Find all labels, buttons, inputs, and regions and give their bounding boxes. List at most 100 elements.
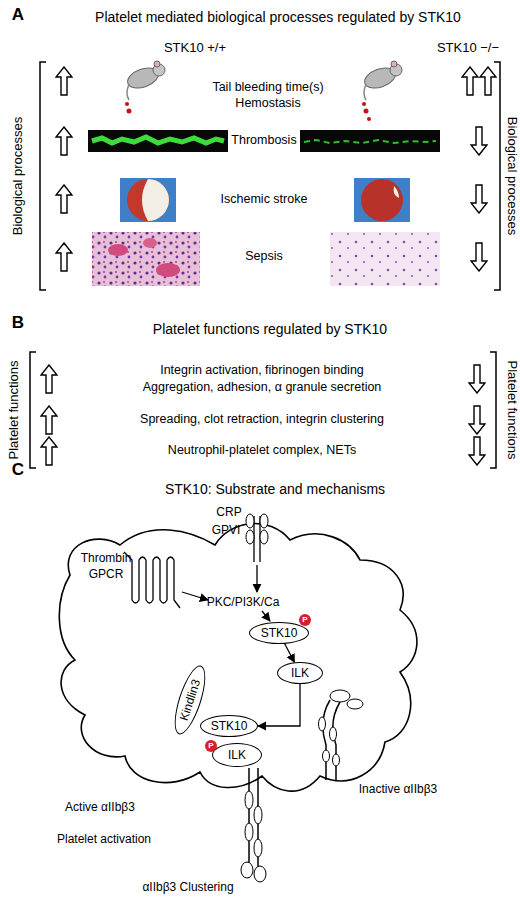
integrin-bead (319, 717, 326, 731)
up-arrow (56, 67, 72, 95)
integrin-bead (330, 727, 337, 741)
row-label: Thrombosis (231, 134, 296, 148)
side-label: Platelet functions (505, 360, 519, 459)
infarct-area (142, 179, 169, 221)
signal-arrow (258, 684, 300, 726)
mouse-illustration (362, 61, 402, 121)
up-arrow (56, 185, 72, 213)
brain-slice (361, 179, 403, 221)
function-label: Integrin activation, fibrinogen binding (160, 364, 364, 378)
column-header: STK10 +/+ (164, 41, 226, 55)
blood-drop (367, 117, 371, 121)
signal-arrow (182, 592, 208, 600)
signal-label: PKC/PI3K/Ca (207, 596, 280, 609)
process-label: Platelet activation (57, 833, 151, 846)
panel-title: Platelet mediated biological processes r… (95, 10, 461, 25)
side-label: Biological processes (11, 117, 25, 236)
integrin-bead (323, 750, 330, 762)
receptor-label: GPCR (89, 568, 124, 581)
integrin-bead (333, 754, 340, 766)
side-label: Platelet functions (7, 360, 21, 459)
integrin-label: αIIbβ3 Clustering (142, 881, 233, 894)
blood-drop (125, 102, 129, 106)
down-arrow (469, 406, 485, 434)
blood-drop (362, 102, 366, 106)
protein-name: ILK (291, 667, 309, 679)
receptor-label: Thrombin (81, 552, 132, 565)
signal-arrow (262, 611, 270, 621)
integrin-inactive (323, 700, 330, 780)
panel-letter: B (12, 314, 24, 333)
ig-domain (260, 530, 268, 544)
mouse-tail (364, 84, 366, 100)
up-arrow (41, 406, 57, 434)
integrin-label: Active αIIbβ3 (65, 801, 135, 814)
integrin-label: Inactive αIIbβ3 (359, 783, 438, 796)
down-arrow (469, 437, 485, 465)
protein-name: ILK (228, 749, 246, 761)
down-arrow (471, 127, 487, 155)
up-arrow (480, 67, 496, 95)
hemorrhage-spot (156, 263, 180, 277)
down-arrow (471, 185, 487, 213)
integrin-bead (254, 806, 262, 824)
mouse-tail (127, 84, 129, 100)
signal-arrow (285, 644, 295, 663)
ig-domain (246, 514, 254, 528)
phospho-text: P (208, 742, 213, 750)
mouse-ear (391, 61, 397, 67)
ig-domain (260, 514, 268, 528)
mouse-ear (154, 61, 160, 67)
brain-image-bg (354, 178, 410, 222)
integrin-head (330, 690, 350, 702)
lung-histology (92, 232, 200, 286)
platelet-outline (59, 524, 417, 792)
bracket (40, 62, 46, 290)
protein-ellipse: ILK (277, 662, 323, 684)
panel-title: STK10: Substrate and mechanisms (165, 482, 385, 497)
thrombus-image (300, 130, 440, 152)
function-label: Neutrophil-platelet complex, NETs (168, 444, 356, 458)
up-arrow (41, 437, 57, 465)
side-label: Biological processes (505, 117, 519, 236)
panel-letter: C (12, 461, 24, 480)
phospho-mark: P (299, 614, 311, 626)
hemorrhage-spot (143, 238, 157, 248)
ig-domain (246, 530, 254, 544)
phospho-mark: P (205, 740, 217, 752)
integrin-head (347, 699, 363, 709)
up-arrow (462, 67, 478, 95)
column-header: STK10 −/− (437, 41, 499, 55)
row-label: Tail bleeding time(s) (212, 81, 323, 95)
signal-arrow (256, 565, 257, 592)
integrin-head (254, 866, 266, 882)
infarct-area (394, 186, 399, 198)
function-label: Aggregation, adhesion, α granule secreti… (143, 381, 382, 395)
thrombus-fluorescence (92, 137, 224, 143)
bracket (494, 62, 500, 290)
mouse-illustration (125, 61, 165, 114)
integrin-bead (254, 839, 262, 857)
up-arrow (56, 243, 72, 271)
hemorrhage-spot (108, 244, 128, 256)
panel-letter: A (12, 6, 24, 25)
protein-ellipse: STK10 (249, 622, 309, 644)
receptor-label: GPVI (212, 524, 241, 537)
phospho-text: P (302, 616, 307, 624)
up-arrow (41, 365, 57, 393)
protein-ellipse: ILK (212, 743, 262, 767)
blood-drop (127, 109, 132, 114)
integrin-head (241, 862, 253, 878)
function-label: Spreading, clot retraction, integrin clu… (140, 413, 384, 427)
thrombus-fluorescence (304, 140, 436, 143)
protein-name: STK10 (211, 720, 248, 732)
lung-histology (330, 232, 440, 286)
row-label: Sepsis (245, 250, 283, 264)
integrin-bead (245, 823, 253, 841)
protein-name: STK10 (261, 627, 298, 639)
bracket (30, 352, 36, 468)
panel-title: Platelet functions regulated by STK10 (153, 322, 387, 337)
down-arrow (471, 243, 487, 271)
brain-slice (127, 179, 169, 221)
brain-image-bg (120, 178, 176, 222)
